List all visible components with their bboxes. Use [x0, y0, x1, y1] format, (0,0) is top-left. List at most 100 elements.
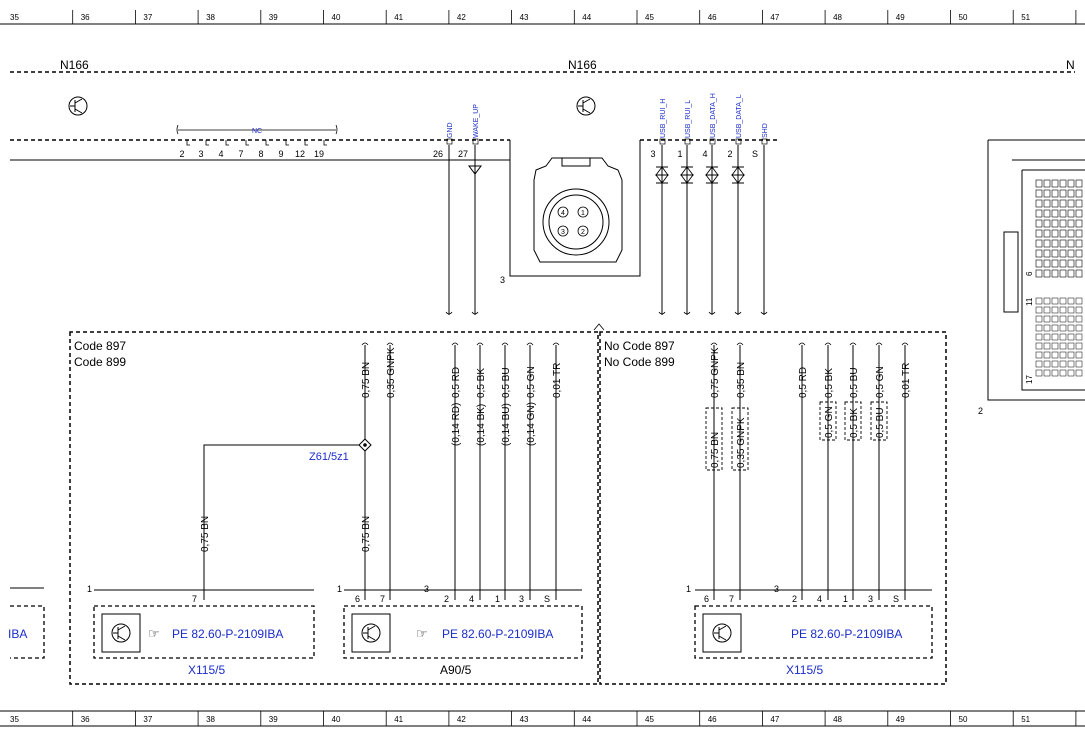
pin-signal: SHD: [762, 123, 769, 138]
wire-dashed-boxes: [705, 401, 888, 471]
pointing-hand-icon: ☞: [148, 626, 160, 641]
component-pin: 7: [729, 594, 734, 604]
code-label: No Code 897: [604, 339, 675, 353]
ruler-col: 39: [269, 715, 278, 724]
ruler-col: 44: [582, 715, 591, 724]
ruler-col: 49: [896, 715, 905, 724]
ref-link[interactable]: PE 82.60-P-2109IBA: [791, 627, 902, 641]
nc-label: NC: [252, 128, 262, 135]
code-label: No Code 899: [604, 355, 675, 369]
ruler-col: 46: [708, 13, 717, 22]
ruler-col: 38: [206, 13, 215, 22]
ruler-col: 51: [1021, 715, 1030, 724]
connector-pin: 4: [702, 149, 707, 159]
socket-pin: 1: [581, 210, 585, 217]
wire-label: 0,01 TR: [901, 363, 912, 398]
component-pin: S: [544, 594, 550, 604]
wires-upper: [448, 145, 765, 315]
pin-signal: USB_RUI_H: [660, 99, 667, 138]
ruler-col: 41: [394, 13, 403, 22]
splice-label: Z61/5z1: [309, 451, 349, 463]
no-code-897-box: [599, 331, 947, 685]
wire-label: 0,75 GNPK: [710, 347, 721, 398]
ruler-col: 39: [269, 13, 278, 22]
component-pin: 1: [843, 594, 848, 604]
ecu-connector-frame: [987, 139, 1085, 401]
ecu-pin: 11: [1025, 297, 1034, 306]
socket-pin: 3: [561, 229, 565, 236]
component-box-x115-left: [93, 589, 315, 659]
box-join-mark: [593, 323, 605, 331]
connector-pin: 8: [258, 149, 263, 159]
n166-label-center: N166: [568, 58, 597, 72]
ecu-ref-number: 2: [978, 406, 983, 416]
component-label-x115-right: X115/5: [786, 663, 823, 677]
ruler-col: 47: [770, 715, 779, 724]
connector-pin: 26: [433, 149, 443, 159]
connector-pin: 1: [677, 149, 682, 159]
component-pin: 3: [519, 594, 524, 604]
transistor-icon: [68, 96, 88, 116]
ecu-pin: 6: [1025, 271, 1034, 276]
ruler-col: 44: [582, 13, 591, 22]
wakeup-triangle-icon: [468, 165, 482, 175]
ref-link-partial[interactable]: IBA: [8, 627, 27, 641]
wire-label: 0,5 GN: [526, 366, 537, 398]
wire-label: 0,75 BN: [710, 432, 721, 468]
wire-label: 0,35 BN: [736, 362, 747, 398]
ruler-col: 40: [332, 715, 341, 724]
usb-socket-frame: [509, 140, 641, 277]
component-pin: 1: [87, 584, 92, 594]
connector-pin: S: [752, 149, 758, 159]
component-pin: 6: [355, 594, 360, 604]
wire-label: 0,35 GNPK: [386, 347, 397, 398]
wire-label: 0,75 BN: [361, 516, 372, 552]
component-box-partial-left: IBA: [8, 587, 45, 659]
wire-label: (0,14 BU): [501, 403, 512, 446]
wire-label: 0,5 RD: [798, 367, 809, 398]
connector-pin: 4: [218, 149, 223, 159]
wires-lower-left: [203, 345, 557, 600]
wire-label: 0,01 TR: [552, 363, 563, 398]
ref-link[interactable]: PE 82.60-P-2109IBA: [172, 627, 283, 641]
pin-signal: WAKE_UP: [473, 104, 480, 138]
ruler-col: 37: [143, 13, 152, 22]
wire-label: 0,75 BN: [361, 362, 372, 398]
pin-signal: GND: [447, 122, 454, 138]
wires-lower-right: [713, 345, 906, 600]
ruler-col: 47: [770, 13, 779, 22]
n166-label-left: N166: [60, 58, 89, 72]
ruler-col: 40: [332, 13, 341, 22]
transistor-icon: [712, 623, 732, 643]
ruler-col: 38: [206, 715, 215, 724]
ruler-col: 46: [708, 715, 717, 724]
ref-link[interactable]: PE 82.60-P-2109IBA: [442, 627, 553, 641]
wire-label: (0,14 RD): [451, 403, 462, 446]
splice-z61-icon: [358, 438, 372, 452]
ruler-col: 43: [520, 715, 529, 724]
pointing-hand-icon: ☞: [416, 626, 428, 641]
ruler-col: 35: [10, 715, 19, 724]
component-pin: 3: [424, 584, 429, 594]
wire-label: (0,14 BK): [476, 404, 487, 446]
ruler-col: 45: [645, 715, 654, 724]
wire-top-curls-right: [710, 342, 909, 346]
wire-label: 0,75 BN: [200, 516, 211, 552]
component-pin: 4: [817, 594, 822, 604]
component-pin: 1: [495, 594, 500, 604]
ruler-col: 51: [1021, 13, 1030, 22]
socket-pin: 2: [581, 229, 585, 236]
component-label-x115-left: X115/5: [188, 663, 225, 677]
ruler-col: 48: [833, 13, 842, 22]
wire-label: 0,5 RD: [451, 367, 462, 398]
wire-label: (0,14 GN): [526, 402, 537, 446]
